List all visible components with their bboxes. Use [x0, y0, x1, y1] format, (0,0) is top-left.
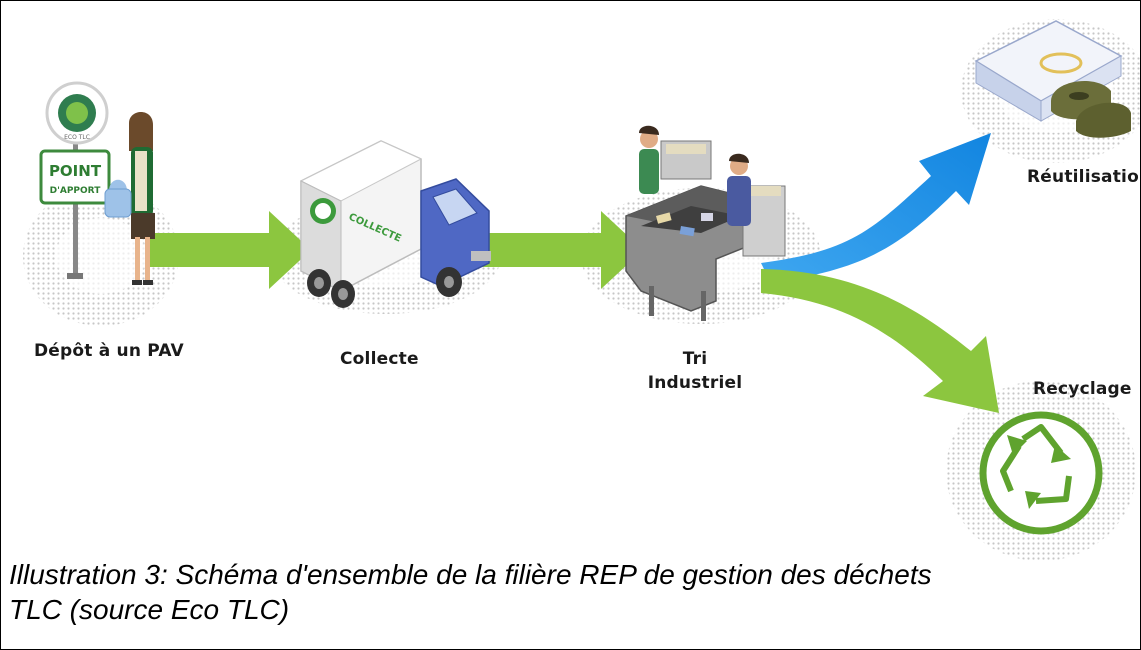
label-depot: Dépôt à un PAV [34, 341, 184, 361]
caption-line-2: TLC (source Eco TLC) [9, 594, 290, 625]
label-recyclage: Recyclage [1033, 379, 1132, 399]
point-dapport-sign [39, 149, 111, 205]
arrow-collecte-to-tri [471, 211, 643, 289]
eco-tlc-badge-icon: ECO TLC [45, 81, 109, 145]
arrow-depot-to-collecte [149, 211, 311, 289]
arrow-to-reutilisation [761, 133, 991, 283]
ground-shadows [23, 19, 1140, 561]
recycle-icon [979, 411, 1103, 535]
depot-illustration: ECO TLC POINT D'APPORT [39, 81, 155, 285]
sign-text-dapport: D'APPORT [50, 186, 102, 196]
figure-caption: Illustration 3: Schéma d'ensemble de la … [9, 557, 1129, 627]
arrow-to-recyclage [761, 269, 999, 413]
svg-text:ECO TLC: ECO TLC [64, 134, 90, 141]
tri-industriel-icon [625, 125, 786, 321]
flow-diagram: ECO TLC POINT D'APPORT [23, 19, 1140, 561]
label-collecte: Collecte [340, 349, 419, 369]
label-tri-line1: Tri [682, 349, 708, 369]
caption-line-1: Illustration 3: Schéma d'ensemble de la … [9, 559, 932, 590]
sign-text-point: POINT [49, 162, 102, 180]
label-tri-industriel: Tri Industriel [645, 347, 745, 395]
shoes-icon [1051, 80, 1131, 138]
label-tri-line2: Industriel [647, 373, 743, 393]
woman-figure-icon [104, 112, 155, 285]
reutilisation-clothes-icon [974, 20, 1131, 138]
collecte-truck-icon: COLLECTE [299, 140, 491, 308]
label-reutilisation: Réutilisation [1027, 167, 1141, 187]
